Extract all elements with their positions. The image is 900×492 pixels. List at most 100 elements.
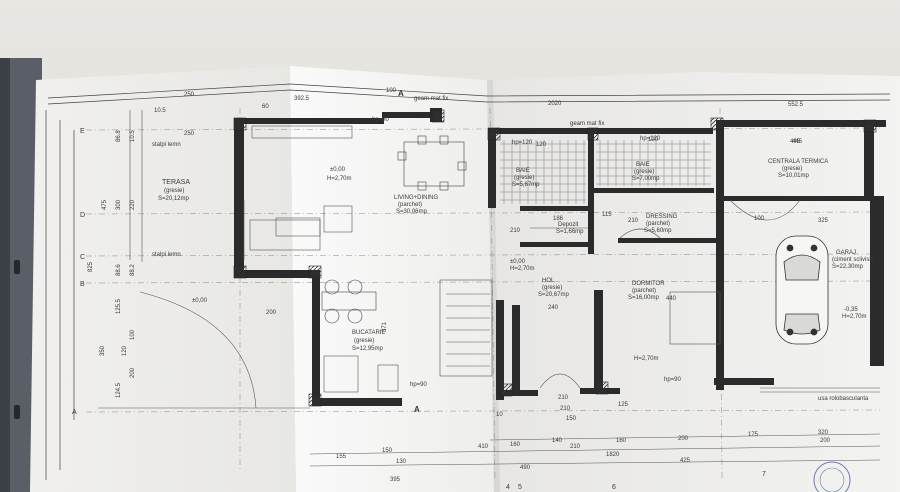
dimension-label: 250 (184, 92, 195, 98)
dimension-label: 395 (390, 477, 401, 483)
dimension-label: 175 (748, 432, 759, 438)
dimension-label: 220 (130, 199, 136, 210)
room-finish: (parchet) (398, 202, 422, 208)
room-height: H=2,70m (842, 314, 867, 320)
bath-tiles-1 (500, 140, 586, 204)
room-name: TERASA (162, 179, 190, 186)
room-name: BAIE (636, 162, 650, 168)
dimension-label: 410 (478, 444, 489, 450)
room-name: LIVING+DINING (394, 195, 439, 201)
room-area: S=5,60mp (644, 228, 672, 234)
note-geam-fix: geam mat fix (570, 121, 604, 127)
dimension-label: 88.2 (130, 264, 136, 276)
grid-row-label: B (80, 281, 85, 288)
dimension-label: 100 (754, 216, 765, 222)
dimension-label: 1820 (606, 452, 620, 458)
room-name: HOL (542, 278, 555, 284)
paper-panel-middle (290, 66, 494, 492)
dimension-label: 140 (552, 438, 563, 444)
note-usa-garaj: usa rolobasculanta (818, 396, 869, 402)
drawing-frame (45, 83, 891, 480)
dimension-lines-bottom (309, 433, 881, 467)
room-garaj: GARAJ (ciment sclivisit) S=22,30mp H=2,7… (832, 250, 874, 320)
dimension-label: 425 (680, 458, 691, 464)
dimension-label: 250 (184, 131, 195, 137)
dimension-label: 115 (602, 212, 612, 218)
dimensions-bottom: 155 150 130 410 490 210 140 210 160 1820… (336, 406, 831, 483)
dimension-label: 200 (678, 436, 689, 442)
room-dressing: DRESSING (parchet) S=5,60mp (644, 214, 678, 234)
room-level: -0,35 (844, 307, 858, 313)
note-hp: hp=90 (410, 382, 428, 388)
grid-col-label: 6 (612, 484, 616, 491)
dimensions-left: 475 825 350 88.6 120 125.5 124.5 86.8 10… (88, 130, 136, 398)
room-area: S=22,30mp (832, 264, 864, 270)
bath-tiles-2 (596, 140, 711, 186)
dimension-label: 2020 (548, 101, 562, 107)
dimension-label: 120 (648, 137, 659, 143)
room-dormitor: DORMITOR (parchet) S=16,00mp H=2,70m (628, 281, 665, 362)
room-finish: (parchet) (632, 288, 656, 294)
dimension-label: 200 (820, 438, 831, 444)
grid-col-label: 7 (762, 471, 766, 478)
dimension-label: 552.5 (788, 102, 804, 108)
plan-notes: stalpi lemn stalpi lemn geam mat fix gea… (152, 96, 869, 402)
room-area: S=5,67mp (512, 182, 540, 188)
room-finish: (gresie) (782, 166, 802, 172)
room-living: LIVING+DINING (parchet) S=30,06mp H=2,70… (327, 167, 439, 215)
dimension-label: 155 (336, 454, 347, 460)
room-area: S=7,00mp (632, 176, 660, 182)
room-name: DRESSING (646, 214, 678, 220)
dining-set (397, 135, 467, 191)
dimension-label: 325 (818, 218, 829, 224)
room-name: DORMITOR (632, 281, 665, 287)
note-hp: hp=120 (512, 140, 533, 146)
note-stalpi-lemn: stalpi lemn (152, 252, 181, 258)
level-terasa: ±0,00 (192, 298, 208, 304)
room-name: BAIE (516, 168, 530, 174)
dimension-label: 10 (496, 412, 503, 418)
dimension-label: 10.5 (154, 108, 166, 114)
dimension-label: 210 (560, 406, 571, 412)
dimension-label: 440 (666, 296, 677, 302)
dimension-label: 320 (818, 430, 829, 436)
dimension-label: 130 (396, 459, 407, 465)
section-mark: A (398, 89, 404, 98)
dimension-label: 210 (628, 218, 639, 224)
dimensions-top: 250 10.5 250 392.5 100 2020 552.5 60 120… (154, 88, 804, 148)
dimension-label: 125 (618, 402, 629, 408)
dimension-label: 371 (382, 321, 388, 332)
dimension-label: 445 (790, 139, 801, 145)
room-name: GARAJ (836, 250, 856, 256)
room-baie-2: BAIE (gresie) S=7,00mp (632, 162, 660, 182)
kitchen-island (321, 279, 377, 324)
dimension-label: 350 (100, 345, 106, 356)
grid-row-labels: E D C B A (72, 128, 85, 416)
note-hp: hp=90 (372, 117, 390, 123)
room-finish: (gresie) (514, 175, 534, 181)
room-finish: (ciment sclivisit) (832, 257, 874, 263)
dimension-label: 60 (262, 104, 269, 110)
room-area: S=16,00mp (628, 295, 660, 301)
room-name: Depozit (558, 222, 579, 228)
grid-row-label: A (72, 409, 77, 416)
note-hp: hp=90 (664, 377, 682, 383)
room-area: S=20,12mp (158, 196, 190, 202)
room-area: S=30,06mp (396, 209, 428, 215)
note-stalpi-lemn: stalpi lemn (152, 142, 181, 148)
dimension-label: 124.5 (116, 382, 122, 398)
room-level: ±0,00 (330, 167, 346, 173)
note-hp: hp=120 (640, 136, 661, 142)
dimension-label: 445 (792, 139, 803, 145)
room-finish: (gresie) (354, 338, 374, 344)
section-mark: A (414, 405, 420, 414)
dimension-label: 210 (510, 228, 521, 234)
room-hol: HOL (gresie) S=20,67mp H=2,70m ±0,00 (510, 259, 570, 298)
room-baie-1: BAIE (gresie) S=5,67mp (512, 168, 540, 188)
dimension-label: 100 (386, 88, 397, 94)
grid-col-label: 4 (506, 484, 510, 491)
dimension-label: 210 (558, 395, 569, 401)
dimension-label: 120 (122, 345, 128, 356)
paper-panel-left (30, 66, 296, 492)
grid-col-labels: 4 5 6 7 (506, 471, 766, 491)
